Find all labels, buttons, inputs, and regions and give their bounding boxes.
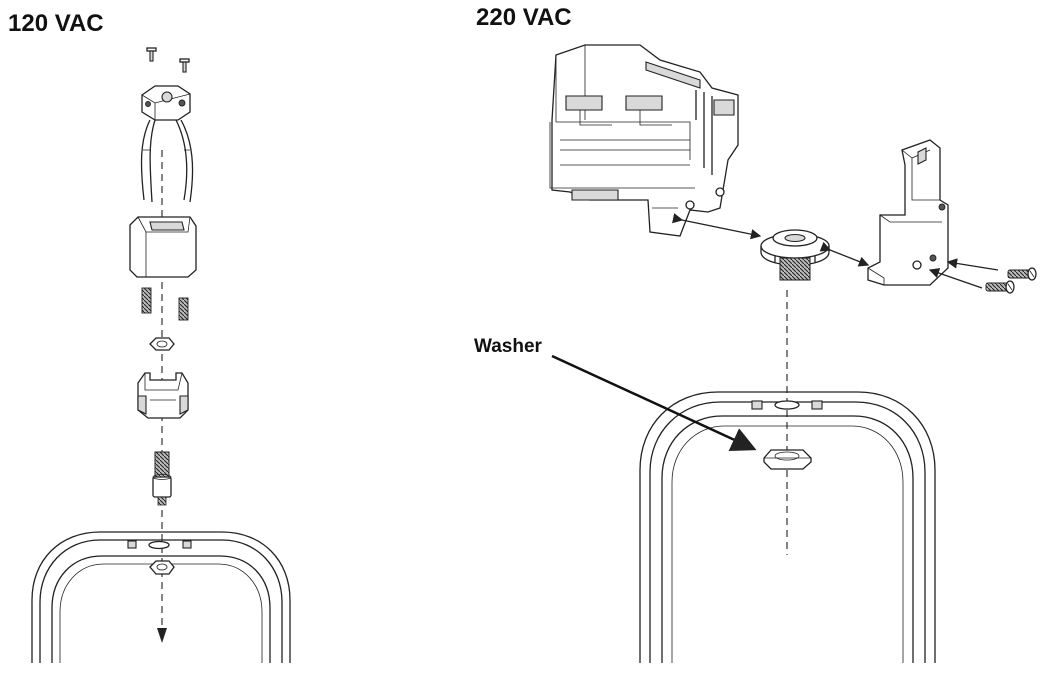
hex-nut-top [149, 337, 175, 351]
spring-right [178, 297, 189, 321]
bracket-screw-upper [1007, 267, 1037, 281]
threaded-coupler [152, 451, 172, 506]
screw-arrow-lower [928, 268, 983, 289]
housing [129, 216, 197, 278]
screw-arrow-upper [946, 258, 999, 271]
washer-nut [763, 449, 812, 470]
washer-leader-arrow [551, 354, 757, 451]
heading-120vac: 120 VAC [8, 10, 104, 37]
washer-callout-label: Washer [474, 336, 542, 357]
heading-220vac: 220 VAC [476, 4, 572, 31]
spring-left [141, 287, 152, 314]
assembly-220vac [549, 44, 1037, 663]
hex-nut-bottom [149, 560, 175, 575]
fixture-frame-120vac [31, 531, 291, 663]
bracket-screw-lower [985, 280, 1015, 294]
fixture-frame-220vac [639, 391, 936, 663]
screw-right [179, 58, 190, 73]
adapter-clip [137, 372, 189, 419]
assembly-120vac [31, 47, 291, 663]
track-adapter [549, 44, 739, 237]
insert-arrow-right [819, 241, 870, 267]
socket-fitting [760, 229, 830, 281]
insert-arrow-left [672, 213, 762, 240]
mounting-bracket [867, 139, 949, 286]
down-arrow-icon [157, 628, 167, 643]
terminal-block [140, 85, 194, 203]
screw-left [146, 47, 157, 62]
